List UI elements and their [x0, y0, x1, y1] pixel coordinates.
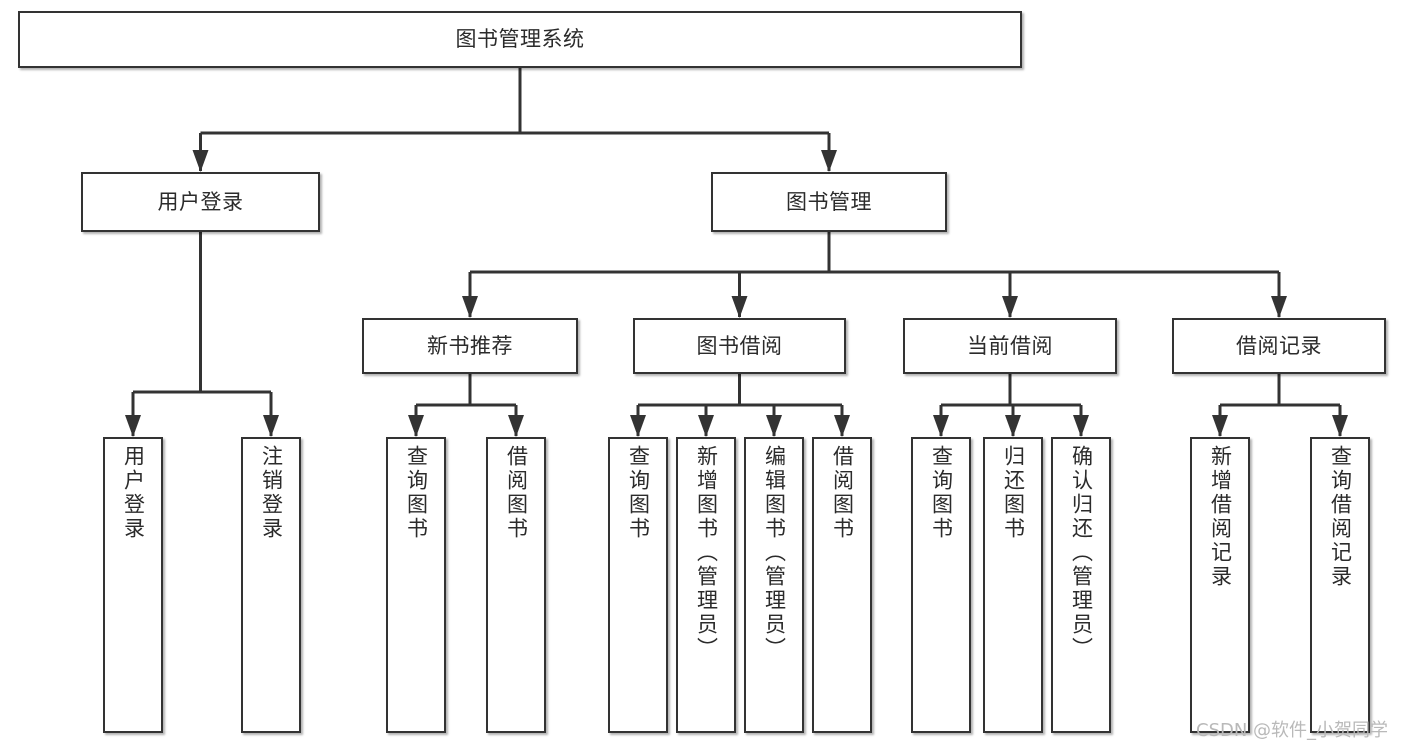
node-label: 注销登录: [259, 445, 284, 541]
arrowhead-icon: [766, 415, 782, 437]
arrowhead-icon: [1271, 296, 1287, 318]
node-leaf-query-book-3[interactable]: 查询图书: [911, 437, 971, 733]
node-label: 借阅图书: [504, 445, 529, 541]
node-label: 借阅图书: [830, 445, 855, 541]
node-label: 新增借阅记录: [1208, 445, 1233, 589]
node-leaf-logout[interactable]: 注销登录: [241, 437, 301, 733]
node-current-borrow[interactable]: 当前借阅: [903, 318, 1117, 374]
node-leaf-confirm-return[interactable]: 确认归还（管理员）: [1051, 437, 1111, 733]
node-label: 查询图书: [929, 445, 954, 541]
node-new-book-rec[interactable]: 新书推荐: [362, 318, 578, 374]
arrowhead-icon: [1002, 296, 1018, 318]
arrowhead-icon: [698, 415, 714, 437]
node-label: 确认归还（管理员）: [1069, 445, 1094, 661]
node-label: 当前借阅: [967, 333, 1053, 358]
arrowhead-icon: [1073, 415, 1089, 437]
node-leaf-return-book[interactable]: 归还图书: [983, 437, 1043, 733]
arrowhead-icon: [263, 415, 279, 437]
node-leaf-add-book[interactable]: 新增图书（管理员）: [676, 437, 736, 733]
arrowhead-icon: [821, 150, 837, 172]
arrowhead-icon: [630, 415, 646, 437]
node-borrow-record[interactable]: 借阅记录: [1172, 318, 1386, 374]
node-label: 查询借阅记录: [1328, 445, 1353, 589]
arrowhead-icon: [408, 415, 424, 437]
arrowhead-icon: [192, 150, 209, 172]
node-label: 图书管理: [786, 189, 872, 214]
arrowhead-icon: [1212, 415, 1228, 437]
node-login[interactable]: 用户登录: [81, 172, 320, 232]
node-root[interactable]: 图书管理系统: [18, 11, 1022, 68]
node-leaf-query-record[interactable]: 查询借阅记录: [1310, 437, 1370, 733]
arrowhead-icon: [1005, 415, 1021, 437]
arrowhead-icon: [508, 415, 524, 437]
arrowhead-icon: [731, 296, 748, 318]
node-leaf-add-record[interactable]: 新增借阅记录: [1190, 437, 1250, 733]
node-label: 借阅记录: [1236, 333, 1322, 358]
node-book-manage[interactable]: 图书管理: [711, 172, 947, 232]
node-book-borrow[interactable]: 图书借阅: [633, 318, 846, 374]
arrowhead-icon: [834, 415, 850, 437]
node-label: 图书管理系统: [455, 27, 585, 52]
node-leaf-user-login[interactable]: 用户登录: [103, 437, 163, 733]
node-label: 图书借阅: [696, 333, 783, 358]
node-label: 查询图书: [626, 445, 651, 541]
arrowhead-icon: [933, 415, 949, 437]
node-label: 编辑图书（管理员）: [762, 445, 787, 661]
node-leaf-borrow-book-2[interactable]: 借阅图书: [812, 437, 872, 733]
csdn-watermark: CSDN @软件_小贺同学: [1196, 720, 1389, 741]
node-leaf-edit-book[interactable]: 编辑图书（管理员）: [744, 437, 804, 733]
node-leaf-query-book-1[interactable]: 查询图书: [386, 437, 446, 733]
arrowhead-icon: [125, 415, 141, 437]
node-leaf-query-book-2[interactable]: 查询图书: [608, 437, 668, 733]
node-label: 用户登录: [121, 445, 146, 541]
node-label: 新书推荐: [427, 333, 513, 358]
node-leaf-borrow-book-1[interactable]: 借阅图书: [486, 437, 546, 733]
arrowhead-icon: [1332, 415, 1348, 437]
node-label: 查询图书: [404, 445, 429, 541]
node-label: 归还图书: [1001, 445, 1026, 541]
arrowhead-icon: [462, 296, 478, 318]
node-label: 用户登录: [157, 189, 244, 214]
node-label: 新增图书（管理员）: [694, 445, 719, 661]
